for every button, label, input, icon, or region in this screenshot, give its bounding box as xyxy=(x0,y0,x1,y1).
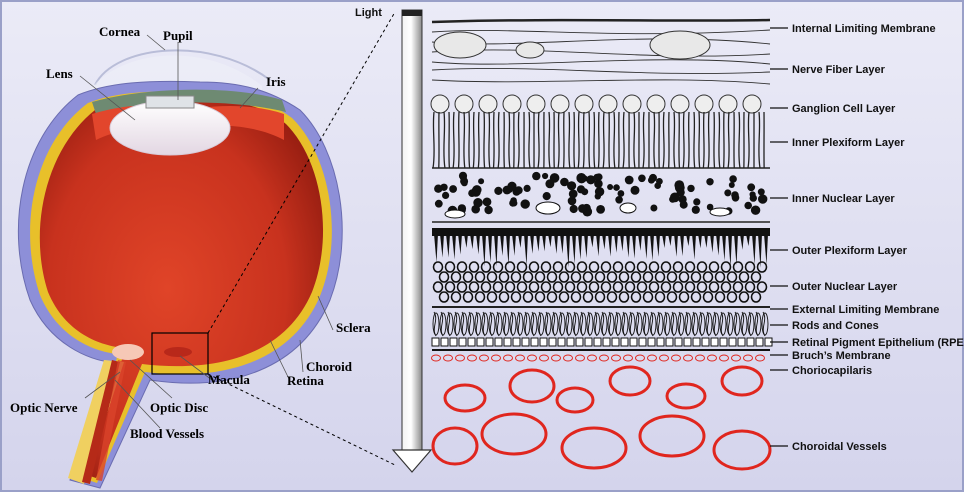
label-sclera: Sclera xyxy=(336,320,371,335)
label-retina: Retina xyxy=(287,373,324,388)
label-light: Light xyxy=(355,7,382,19)
layer-label-choroidal-vessels: Choroidal Vessels xyxy=(792,441,887,453)
label-pupil: Pupil xyxy=(163,28,193,43)
retina-layers xyxy=(430,18,773,471)
label-optic-disc: Optic Disc xyxy=(150,400,208,415)
label-blood-vessels: Blood Vessels xyxy=(130,426,204,441)
layer-labels: Internal Limiting Membrane Nerve Fiber L… xyxy=(770,23,964,453)
layer-label-outer-nuclear: Outer Nuclear Layer xyxy=(792,281,898,293)
layer-label-nerve-fiber: Nerve Fiber Layer xyxy=(792,64,886,76)
eye-cross-section: Cornea Pupil Lens Iris Sclera Choroid Re… xyxy=(10,11,396,489)
label-cornea: Cornea xyxy=(99,24,141,39)
layer-label-internal-limiting-membrane: Internal Limiting Membrane xyxy=(792,23,936,35)
layer-label-choriocapilaris: Choriocapilaris xyxy=(792,365,872,377)
label-macula: Macula xyxy=(208,372,250,387)
label-optic-nerve: Optic Nerve xyxy=(10,400,78,415)
layer-label-inner-nuclear: Inner Nuclear Layer xyxy=(792,193,895,205)
layer-label-rpe: Retinal Pigment Epithelium (RPE) xyxy=(792,337,964,349)
label-iris: Iris xyxy=(266,74,286,89)
lens-shape xyxy=(109,100,231,156)
layer-label-rods-cones: Rods and Cones xyxy=(792,320,879,332)
retina-zoom-box xyxy=(151,332,209,375)
layer-label-outer-plexiform: Outer Plexiform Layer xyxy=(792,245,908,257)
layer-label-external-limiting-membrane: External Limiting Membrane xyxy=(792,304,939,316)
label-choroid: Choroid xyxy=(306,359,353,374)
eye-interior xyxy=(39,99,324,478)
light-arrow: Light xyxy=(355,7,433,473)
layer-label-ganglion-cell: Ganglion Cell Layer xyxy=(792,103,896,115)
layer-label-inner-plexiform: Inner Plexiform Layer xyxy=(792,137,905,149)
layer-label-bruchs-membrane: Bruch’s Membrane xyxy=(792,350,891,362)
label-lens: Lens xyxy=(46,66,73,81)
